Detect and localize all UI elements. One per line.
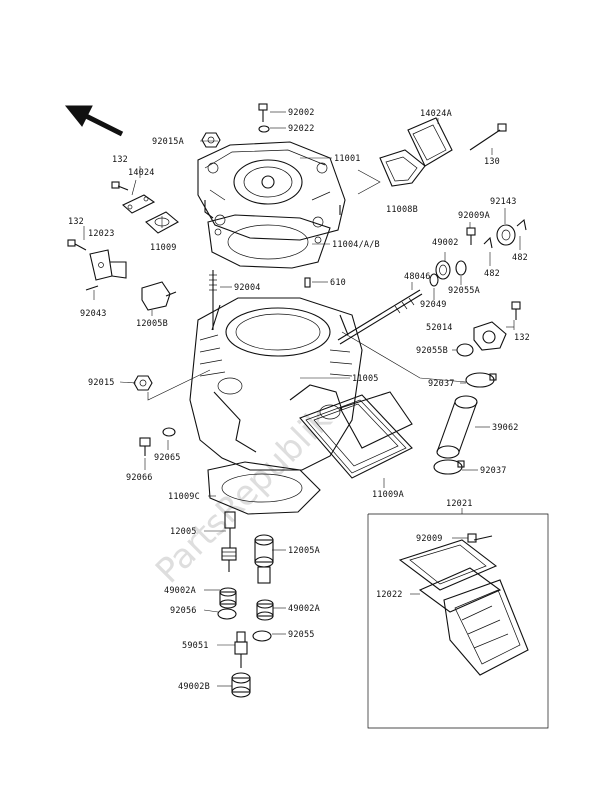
label-49002B: 49002B [178,682,210,692]
label-92015A: 92015A [152,137,184,147]
cap-49002B [231,672,251,698]
label-12023: 12023 [88,229,115,239]
label-92049: 92049 [420,300,447,310]
label-11008B: 11008B [386,205,418,215]
label-11005: 11005 [352,374,379,384]
screw-92009A [466,227,476,245]
label-92022: 92022 [288,124,315,134]
label-11009: 11009 [150,243,177,253]
oring-92055 [252,630,272,642]
screw-132-right [511,301,521,320]
clamp-92037-lower [433,459,465,475]
rod-48046 [337,289,423,345]
label-482-right: 482 [512,253,528,263]
bracket-12023 [89,249,127,281]
label-49002A-left: 49002A [164,586,196,596]
stud-92004 [209,270,217,330]
washer-92022 [258,125,270,133]
bolt-130 [469,123,507,151]
front-arrow-icon [64,105,124,137]
shaft-12005 [221,511,237,572]
oring-92049 [429,273,439,287]
hose-39062 [436,395,478,459]
label-11009C: 11009C [168,492,200,502]
oring-92055B [456,343,474,357]
label-92056: 92056 [170,606,197,616]
label-39062: 39062 [492,423,519,433]
label-59051: 59051 [182,641,209,651]
cover-14024A [379,117,453,187]
shaft-59051 [234,631,248,668]
part-labels: 92002 92022 92015A 11001 14024A 130 132 … [68,108,530,692]
label-92002: 92002 [288,108,315,118]
head-gasket [207,214,331,269]
label-12005A: 12005A [288,546,320,556]
label-12005: 12005 [170,527,197,537]
valve-12005B [141,281,177,311]
label-12005B: 12005B [136,319,168,329]
label-11001: 11001 [334,154,361,164]
label-92055A: 92055A [448,286,480,296]
label-14024A: 14024A [420,109,452,119]
clip-482-a [483,236,493,249]
pin-92043 [85,285,99,291]
label-49002: 49002 [432,238,459,248]
label-92065: 92065 [154,453,181,463]
label-92066: 92066 [126,473,153,483]
oring-92055A [455,260,467,276]
label-130: 130 [484,157,500,167]
cylinder [189,297,363,471]
label-52014: 52014 [426,323,453,333]
base-gasket [207,461,321,515]
label-14024: 14024 [128,168,155,178]
oring-92056 [217,608,237,620]
screw-92066 [139,437,151,456]
label-132-right: 132 [514,333,530,343]
shaft-12005A [254,534,274,584]
cap-49002A-left [219,587,237,609]
label-12021: 12021 [446,499,473,509]
label-12022: 12022 [376,590,403,600]
label-92143: 92143 [490,197,517,207]
screw-132-left [67,239,87,251]
label-92004: 92004 [234,283,261,293]
nut-92015A [201,132,221,148]
label-48046: 48046 [404,272,431,282]
fitting-52014 [473,321,507,351]
cap-49002 [435,260,451,280]
label-11009A: 11009A [372,490,404,500]
nut-92015 [133,375,153,391]
label-610: 610 [330,278,346,288]
label-482-left: 482 [484,269,500,279]
label-92015: 92015 [88,378,115,388]
label-92037-lower: 92037 [480,466,507,476]
reed-assembly-box [367,513,549,729]
bolt-92002 [258,103,268,122]
dowel-610 [304,277,311,288]
plate-14024 [122,194,156,214]
label-92009A: 92009A [458,211,490,221]
cap-92143 [496,224,516,246]
label-92055B: 92055B [416,346,448,356]
label-49002A-right: 49002A [288,604,320,614]
reed-plate [339,391,413,449]
label-11004: 11004/A/B [332,240,380,250]
label-92037-upper: 92037 [428,379,455,389]
label-132-left: 132 [68,217,84,227]
clamp-92037-upper [465,372,497,388]
cap-49002A-right [256,599,274,621]
washer-92065 [162,427,176,437]
screw-132-upper [111,181,129,191]
reed-gasket [299,394,413,479]
clip-482-b [516,218,527,231]
label-92055: 92055 [288,630,315,640]
leader-lines [83,111,521,687]
label-92043: 92043 [80,309,107,319]
label-92009: 92009 [416,534,443,544]
label-132-upper: 132 [112,155,128,165]
